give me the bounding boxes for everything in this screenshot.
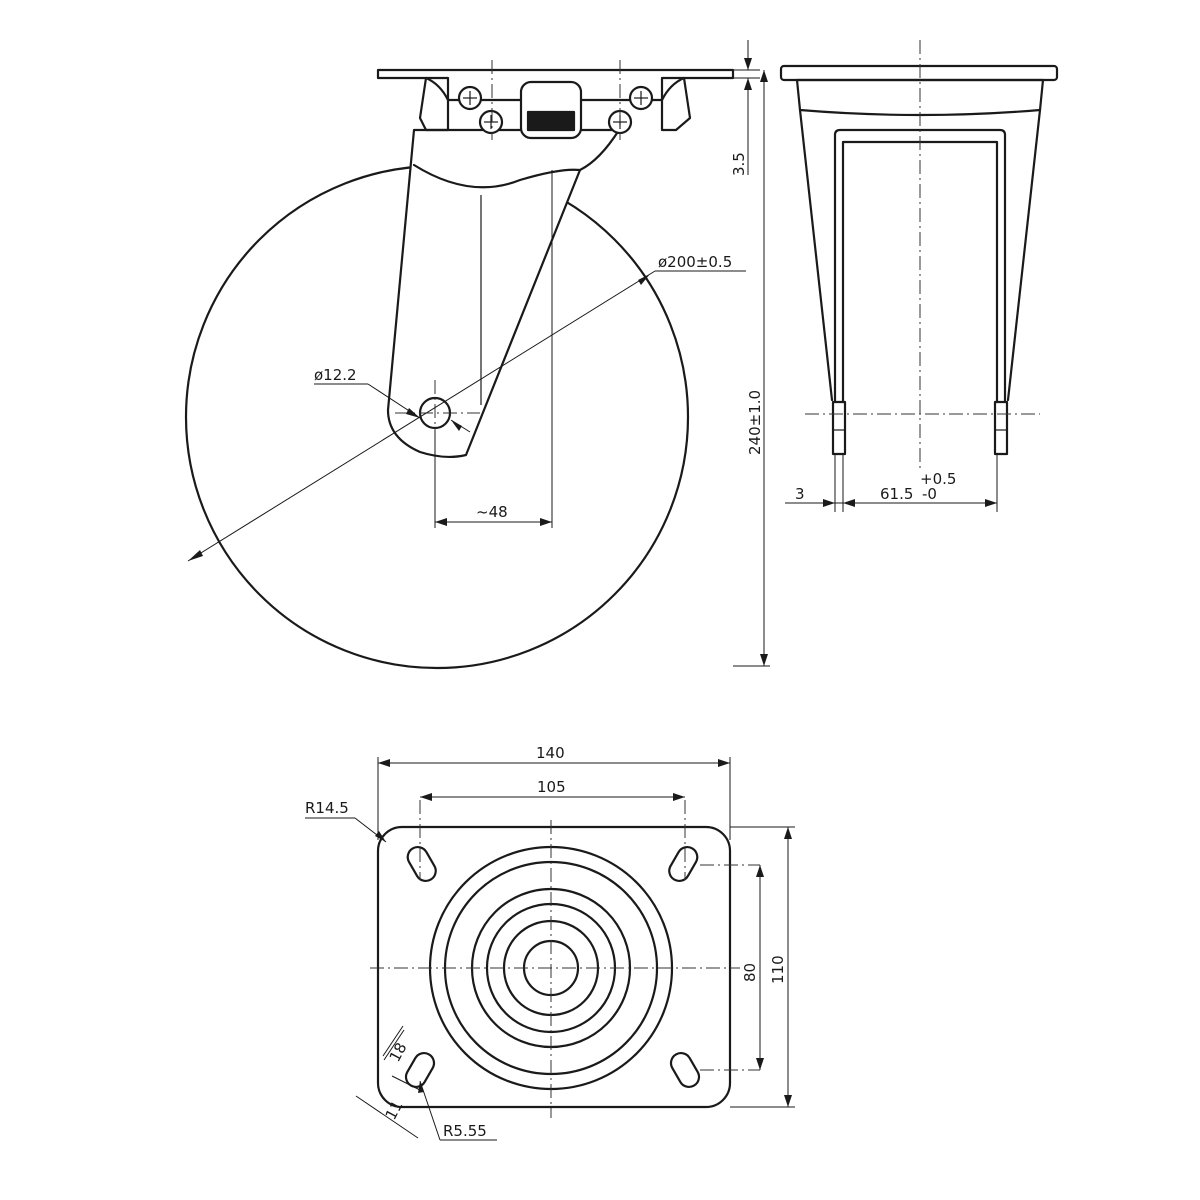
wheel-side-label: 3: [795, 485, 805, 503]
mounting-slot-tl: [406, 845, 437, 883]
wheel-diameter-label: ø200±0.5: [658, 253, 732, 271]
side-view: ø200±0.5 ø12.2 ~48 3.5 240±1.0: [184, 40, 770, 670]
front-top-plate: [779, 64, 1059, 82]
overall-height-label: 240±1.0: [746, 390, 764, 455]
mounting-slot-tr: [668, 845, 699, 883]
fork-width-label: 61.5: [880, 485, 913, 503]
mounting-plate: [376, 825, 732, 1109]
slot-length-label: 18: [386, 1040, 411, 1065]
plate-thickness-label: 3.5: [730, 152, 748, 176]
kingpin-core: [526, 110, 576, 132]
plate-height-label: 110: [769, 955, 787, 984]
bearing-housing: [418, 76, 450, 132]
mounting-slot-br: [669, 1051, 701, 1089]
hole-spacing-y-label: 80: [741, 963, 759, 982]
corner-radius-label: R14.5: [305, 799, 349, 817]
front-axle-left: [831, 400, 847, 456]
fork-leg-curve: [412, 163, 582, 189]
hole-spacing-x-label: 105: [537, 778, 566, 796]
front-axle-right: [993, 400, 1009, 456]
top-view: 140 105 80 110 R14.5 18 11 R5.5: [305, 744, 795, 1141]
fork-tol-lower-label: -0: [922, 485, 937, 503]
fork-tol-upper-label: +0.5: [920, 470, 956, 488]
plate-width-label: 140: [536, 744, 565, 762]
front-fork-outer: [798, 108, 1042, 402]
bearing-housing-right: [660, 76, 692, 132]
slot-radius-label: R5.55: [443, 1122, 487, 1140]
offset-label: ~48: [476, 503, 508, 521]
front-view: 3 61.5 -0 +0.5: [779, 40, 1059, 512]
fork-leg: [386, 128, 621, 459]
front-housing: [795, 78, 1045, 117]
axle-diameter-label: ø12.2: [314, 366, 357, 384]
